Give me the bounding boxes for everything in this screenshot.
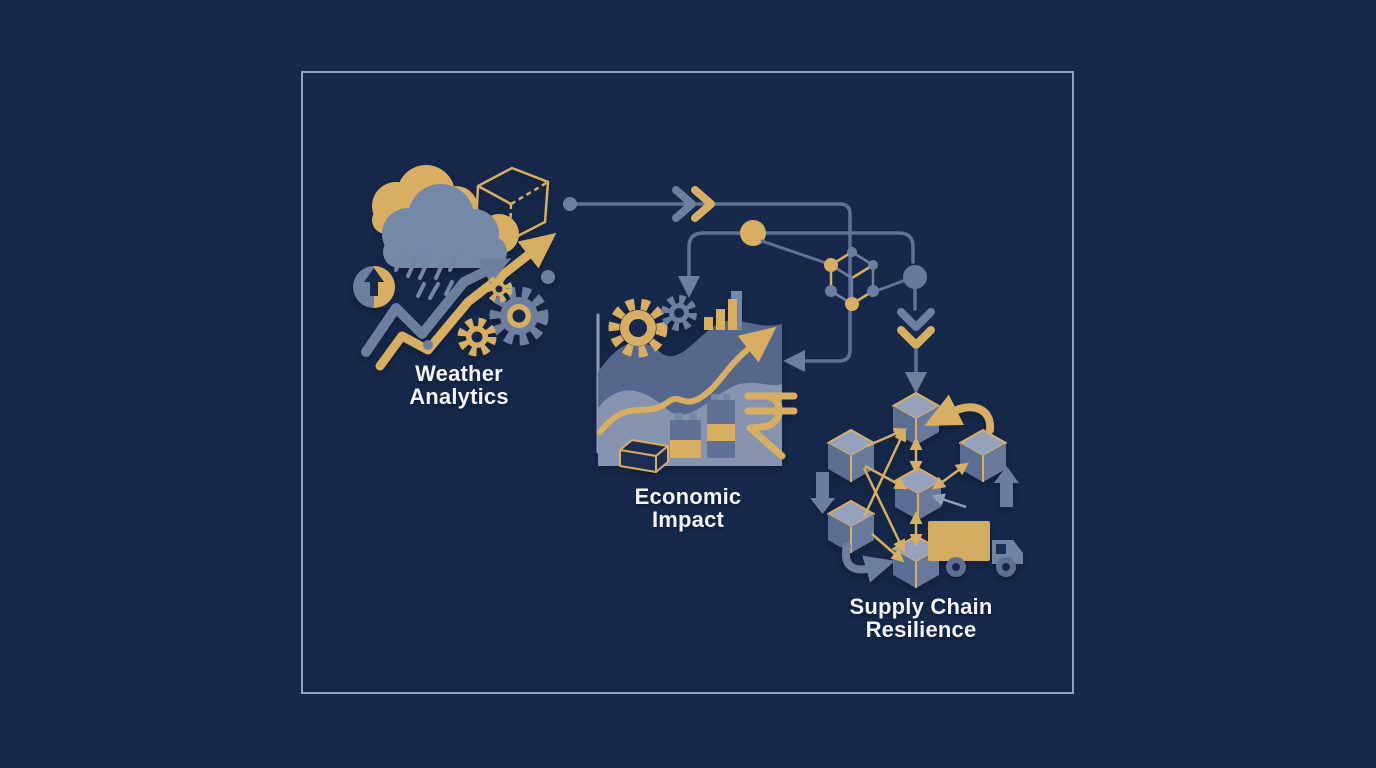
supply-chain-resilience-label: Supply Chain Resilience bbox=[850, 595, 993, 641]
pie-arrow-icon bbox=[353, 266, 395, 308]
label-line: Analytics bbox=[409, 384, 509, 409]
rupee-icon bbox=[744, 392, 798, 460]
dot-accent bbox=[541, 270, 555, 284]
chevron-down-icon bbox=[897, 308, 935, 331]
rain-icon bbox=[394, 250, 460, 300]
chevron-right-icon bbox=[672, 186, 696, 222]
network-node-icon bbox=[903, 265, 927, 289]
connector-network bbox=[563, 186, 935, 394]
box-icon bbox=[619, 439, 669, 473]
exchange-arrows-icon bbox=[862, 427, 969, 563]
dot-accent bbox=[423, 340, 433, 350]
loop-arrow-icon bbox=[841, 542, 896, 583]
return-arrow-icon bbox=[924, 394, 995, 434]
gear-icon bbox=[489, 286, 549, 346]
gear-icon bbox=[485, 275, 513, 303]
down-arrow-icon bbox=[810, 472, 835, 514]
storm-cloud-icon bbox=[382, 184, 507, 268]
link-arrow bbox=[931, 493, 967, 509]
truck-icon bbox=[928, 521, 1023, 577]
flow-dot-icon bbox=[563, 197, 577, 211]
label-line: Economic bbox=[634, 484, 742, 509]
weather-analytics-label: Weather Analytics bbox=[409, 362, 509, 408]
chevron-down-icon bbox=[897, 326, 935, 349]
slate-trend-arrow-icon bbox=[361, 258, 512, 357]
growth-arrow-icon bbox=[597, 326, 777, 435]
node-link-line bbox=[874, 279, 905, 293]
frame-border bbox=[301, 71, 1074, 694]
flow-path-branch bbox=[678, 231, 915, 298]
label-line: Impact bbox=[651, 507, 725, 532]
label-line: Weather bbox=[415, 361, 503, 386]
supply-chain-cluster bbox=[810, 392, 1023, 589]
economic-impact-label: Economic Impact bbox=[635, 485, 742, 531]
node-link-line bbox=[760, 239, 828, 265]
flow-path-weather-to-economic bbox=[568, 202, 852, 372]
economic-impact-cluster bbox=[596, 291, 798, 473]
chevron-right-icon bbox=[691, 186, 715, 222]
gear-icon bbox=[661, 295, 697, 331]
label-line: Resilience bbox=[865, 617, 977, 642]
up-arrow-icon bbox=[994, 466, 1019, 507]
gold-node-icon bbox=[740, 220, 766, 246]
weather-analytics-cluster bbox=[353, 165, 557, 371]
battery-icon bbox=[707, 394, 735, 458]
battery-icon bbox=[670, 413, 701, 458]
gear-icon bbox=[457, 317, 497, 357]
bar-chart-icon bbox=[704, 291, 742, 330]
label-line: Supply Chain bbox=[849, 594, 993, 619]
gear-icon bbox=[608, 298, 668, 358]
network-cube-icon bbox=[824, 247, 879, 311]
